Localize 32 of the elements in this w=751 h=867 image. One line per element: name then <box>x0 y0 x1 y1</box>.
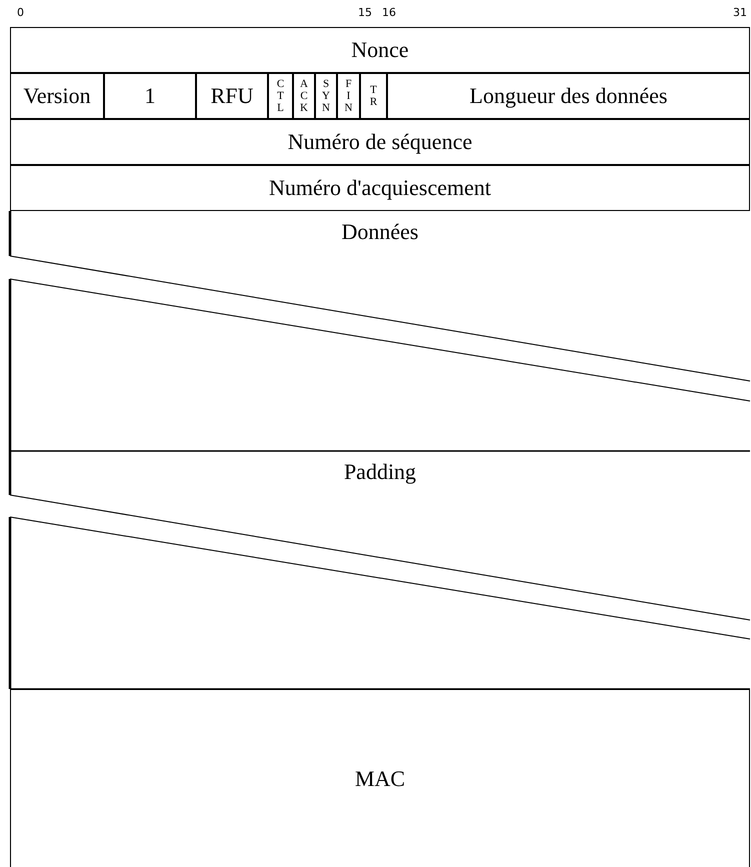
flag-field <box>268 73 293 119</box>
header-field <box>10 689 750 867</box>
bit-number: 31 <box>733 6 747 19</box>
header-field <box>10 27 750 73</box>
field-label: RFU <box>210 83 254 109</box>
field-label: Version <box>23 83 91 109</box>
flag-label: S Y N <box>321 78 331 114</box>
flag-label: C T L <box>276 78 286 114</box>
bit-number: 15 <box>358 6 372 19</box>
header-field <box>10 165 750 211</box>
flag-label: T R <box>368 84 378 108</box>
flag-field <box>337 73 360 119</box>
field-label: Padding <box>344 459 416 485</box>
header-field <box>10 119 750 165</box>
field-label: Longueur des données <box>470 83 668 109</box>
flag-field <box>360 73 387 119</box>
flag-label: F I N <box>344 78 354 114</box>
header-field <box>104 73 196 119</box>
field-label: Nonce <box>351 37 409 63</box>
header-field <box>387 73 750 119</box>
field-label: Numéro d'acquiescement <box>268 175 492 201</box>
field-label: 1 <box>144 83 156 109</box>
flag-field <box>293 73 315 119</box>
flag-label: A C K <box>299 78 309 114</box>
field-label: Données <box>342 219 418 245</box>
bit-number: 0 <box>17 6 24 19</box>
field-label: MAC <box>354 766 406 792</box>
header-field <box>196 73 268 119</box>
bit-number: 16 <box>382 6 396 19</box>
header-field <box>10 73 104 119</box>
field-label: Numéro de séquence <box>288 129 472 155</box>
flag-field <box>315 73 337 119</box>
